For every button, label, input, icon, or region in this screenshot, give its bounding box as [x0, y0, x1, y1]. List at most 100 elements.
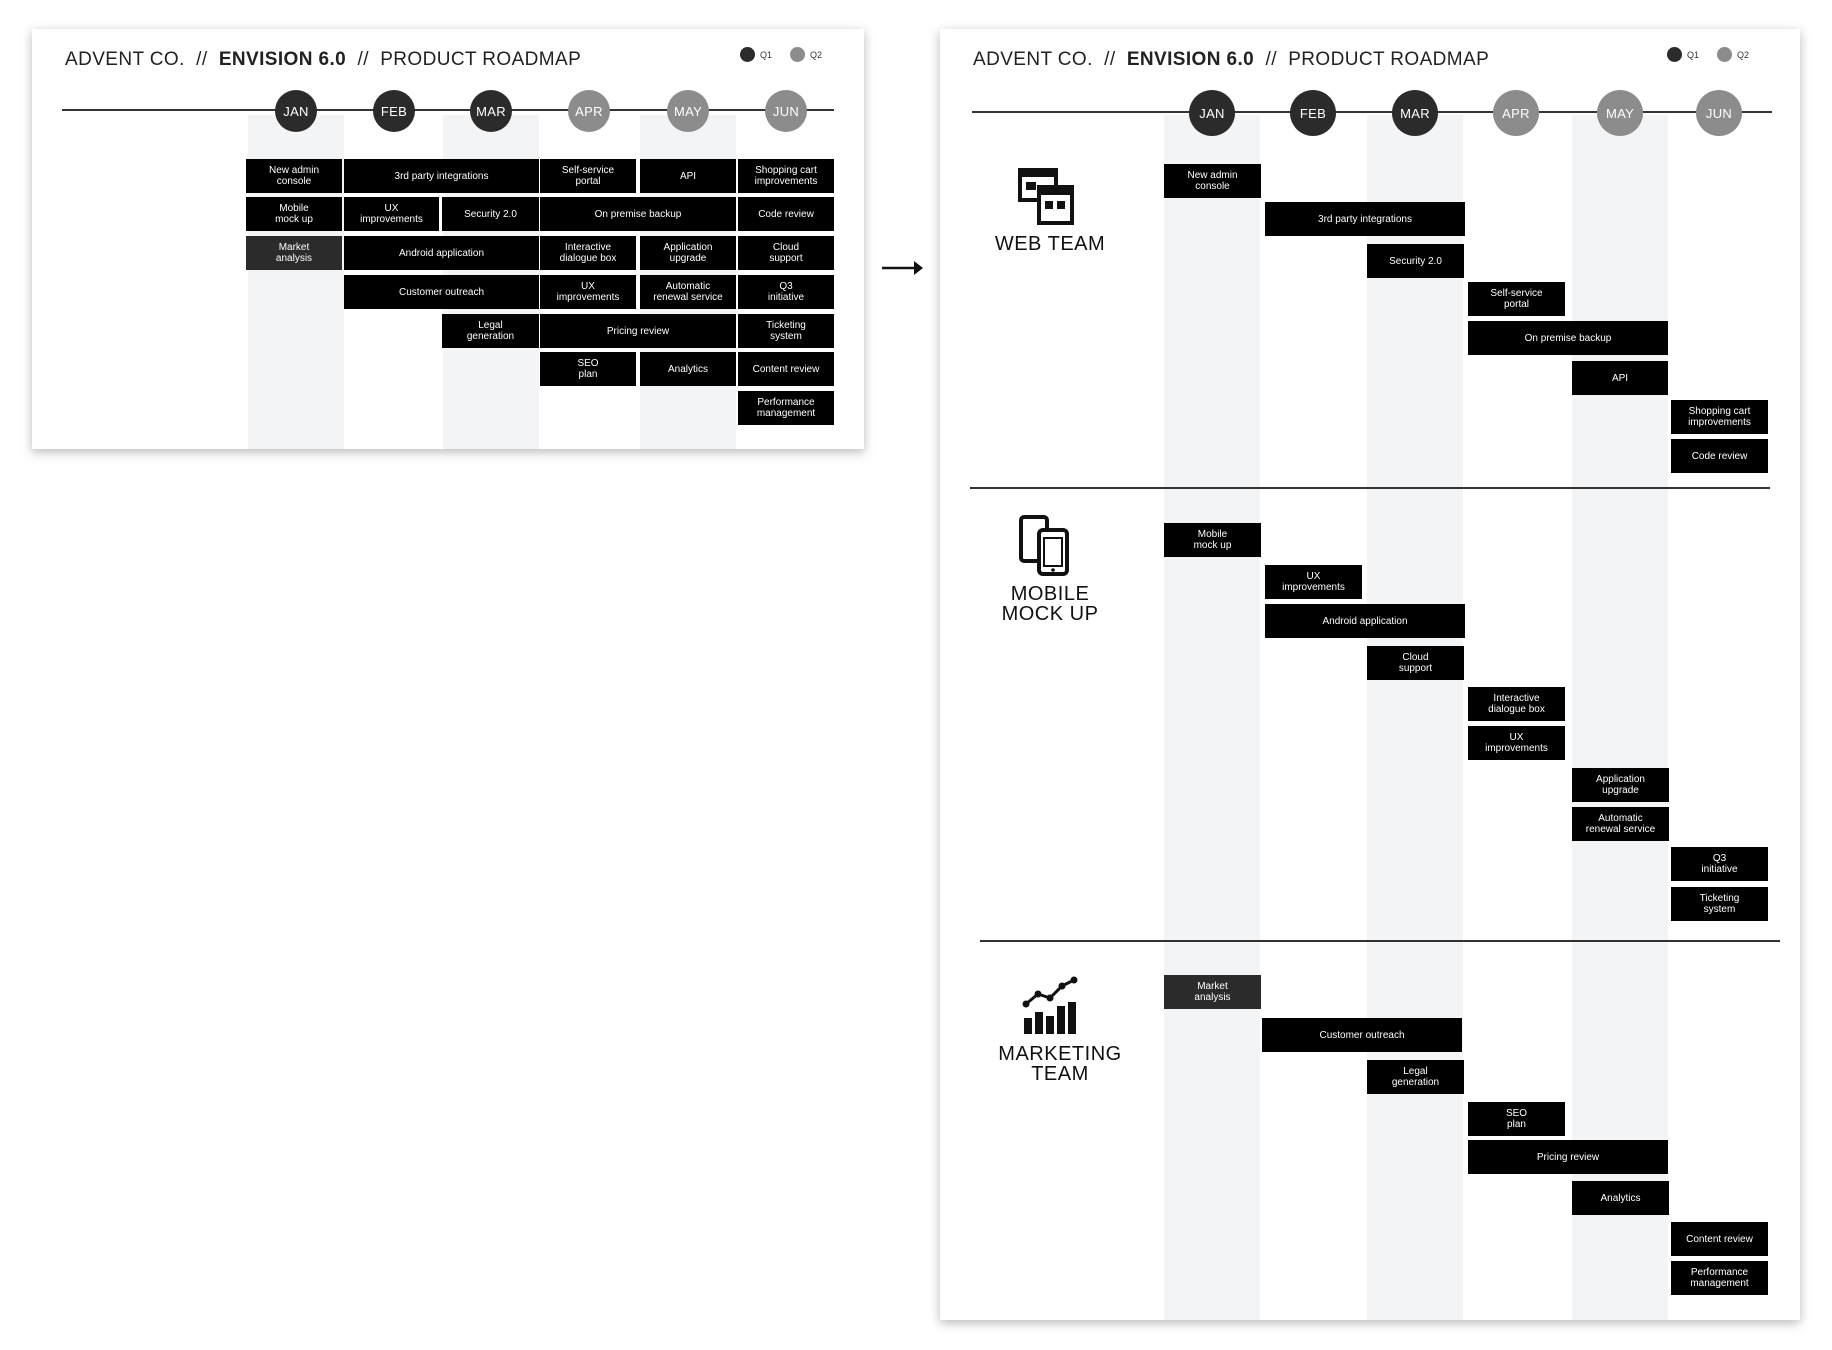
task-bar[interactable]: UX improvements — [1265, 565, 1362, 599]
task-bar[interactable]: New admin console — [246, 159, 342, 193]
month-marker-feb: FEB — [1290, 90, 1336, 136]
task-bar[interactable]: Interactive dialogue box — [1468, 687, 1565, 721]
separator: // — [1265, 49, 1277, 70]
task-bar[interactable]: Ticketing system — [1671, 887, 1768, 921]
company-name: ADVENT CO. — [973, 49, 1093, 70]
timeline-axis — [972, 111, 1772, 113]
task-bar[interactable]: Legal generation — [1367, 1060, 1464, 1094]
task-bar[interactable]: On premise backup — [1468, 321, 1668, 355]
task-bar[interactable]: Interactive dialogue box — [540, 236, 636, 270]
month-column-shade — [1572, 115, 1668, 1320]
team-label-marketing: MARKETING TEAM — [998, 1043, 1122, 1085]
month-marker-may: MAY — [667, 90, 709, 132]
quarter-legend: Q1 Q2 — [1667, 47, 1767, 62]
month-marker-feb: FEB — [373, 90, 415, 132]
task-bar[interactable]: Code review — [1671, 439, 1768, 473]
task-bar[interactable]: Automatic renewal service — [1572, 807, 1669, 841]
task-bar[interactable]: Content review — [738, 352, 834, 386]
task-bar[interactable]: API — [640, 159, 736, 193]
month-marker-mar: MAR — [470, 90, 512, 132]
timeline-axis — [62, 109, 834, 111]
task-bar[interactable]: Application upgrade — [640, 236, 736, 270]
task-bar[interactable]: Market analysis — [246, 236, 342, 270]
task-bar[interactable]: UX improvements — [344, 197, 439, 231]
task-bar[interactable]: Application upgrade — [1572, 768, 1669, 802]
company-name: ADVENT CO. — [65, 49, 185, 70]
month-marker-apr: APR — [568, 90, 610, 132]
task-bar[interactable]: UX improvements — [1468, 726, 1565, 760]
document-title: PRODUCT ROADMAP — [380, 49, 582, 70]
task-bar[interactable]: Security 2.0 — [1367, 244, 1464, 278]
task-bar[interactable]: Analytics — [1572, 1181, 1669, 1215]
month-marker-jun: JUN — [765, 90, 807, 132]
month-column-shade — [1367, 115, 1463, 1320]
month-marker-mar: MAR — [1392, 90, 1438, 136]
task-bar[interactable]: Mobile mock up — [246, 197, 342, 231]
document-title: PRODUCT ROADMAP — [1288, 49, 1490, 70]
separator: // — [357, 49, 369, 70]
overview-roadmap-card: ADVENT CO. // ENVISION 6.0 // PRODUCT RO… — [32, 29, 864, 449]
task-bar[interactable]: Code review — [738, 197, 834, 231]
team-label-mobile: MOBILE MOCK UP — [1001, 583, 1099, 625]
task-bar[interactable]: API — [1572, 361, 1668, 395]
legend-q2: Q2 — [790, 47, 822, 62]
mobile-devices-icon — [1019, 515, 1069, 576]
task-bar[interactable]: Legal generation — [442, 314, 539, 348]
task-bar[interactable]: Shopping cart improvements — [738, 159, 834, 193]
task-bar[interactable]: UX improvements — [540, 275, 636, 309]
task-bar[interactable]: Self-service portal — [1468, 282, 1565, 316]
team-header: ADVENT CO. // ENVISION 6.0 // PRODUCT RO… — [973, 49, 1489, 71]
task-bar[interactable]: Mobile mock up — [1164, 523, 1261, 557]
task-bar[interactable]: On premise backup — [540, 197, 736, 231]
product-name: ENVISION 6.0 — [1126, 49, 1255, 70]
task-bar[interactable]: Q3 initiative — [738, 275, 834, 309]
quarter-legend: Q1 Q2 — [740, 47, 840, 62]
task-bar[interactable]: 3rd party integrations — [1265, 202, 1465, 236]
task-bar[interactable]: Self-service portal — [540, 159, 636, 193]
task-bar[interactable]: Performance management — [1671, 1261, 1768, 1295]
task-bar[interactable]: SEO plan — [1468, 1102, 1565, 1136]
month-marker-jun: JUN — [1696, 90, 1742, 136]
task-bar[interactable]: 3rd party integrations — [344, 159, 539, 193]
separator: // — [1104, 49, 1116, 70]
legend-q2: Q2 — [1717, 47, 1749, 62]
task-bar[interactable]: Q3 initiative — [1671, 847, 1768, 881]
team-divider — [980, 940, 1780, 942]
growth-chart-icon — [1022, 976, 1078, 1034]
task-bar[interactable]: Ticketing system — [738, 314, 834, 348]
legend-q1: Q1 — [1667, 47, 1699, 62]
task-bar[interactable]: Customer outreach — [1262, 1018, 1462, 1052]
month-marker-may: MAY — [1597, 90, 1643, 136]
task-bar[interactable]: Pricing review — [540, 314, 736, 348]
task-bar[interactable]: Pricing review — [1468, 1140, 1668, 1174]
task-bar[interactable]: Cloud support — [738, 236, 834, 270]
task-bar[interactable]: Security 2.0 — [442, 197, 539, 231]
task-bar[interactable]: Android application — [344, 236, 539, 270]
separator: // — [196, 49, 208, 70]
task-bar[interactable]: Customer outreach — [344, 275, 539, 309]
product-name: ENVISION 6.0 — [218, 49, 347, 70]
task-bar[interactable]: Content review — [1671, 1222, 1768, 1256]
team-label-web: WEB TEAM — [994, 233, 1106, 255]
task-bar[interactable]: SEO plan — [540, 352, 636, 386]
q1-dot-icon — [1667, 47, 1682, 62]
month-marker-jan: JAN — [1189, 90, 1235, 136]
task-bar[interactable]: Performance management — [738, 391, 834, 425]
arrow-right-icon — [882, 261, 923, 275]
month-column-shade — [1164, 115, 1260, 1320]
q2-dot-icon — [1717, 47, 1733, 62]
q2-dot-icon — [790, 47, 806, 62]
team-divider — [970, 487, 1770, 489]
month-marker-jan: JAN — [275, 90, 317, 132]
task-bar[interactable]: Shopping cart improvements — [1671, 400, 1768, 434]
q1-dot-icon — [740, 47, 755, 62]
web-window-icon — [1018, 168, 1074, 225]
task-bar[interactable]: Cloud support — [1367, 646, 1464, 680]
team-roadmap-card: ADVENT CO. // ENVISION 6.0 // PRODUCT RO… — [940, 29, 1800, 1320]
task-bar[interactable]: Analytics — [640, 352, 736, 386]
task-bar[interactable]: Android application — [1265, 604, 1465, 638]
month-marker-apr: APR — [1493, 90, 1539, 136]
task-bar[interactable]: New admin console — [1164, 164, 1261, 198]
task-bar[interactable]: Market analysis — [1164, 975, 1261, 1009]
task-bar[interactable]: Automatic renewal service — [640, 275, 736, 309]
